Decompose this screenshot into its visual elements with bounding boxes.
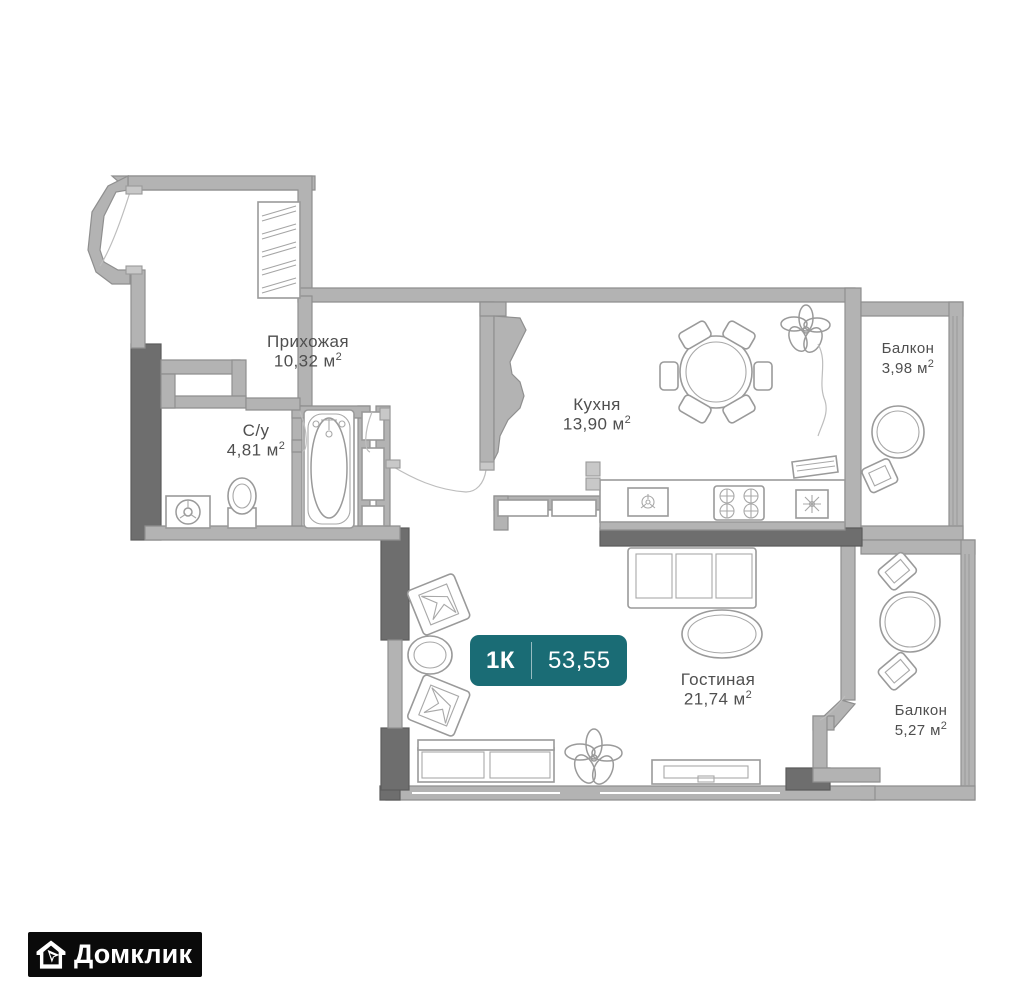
door-swing-icon (99, 185, 143, 275)
tv-stand-icon (651, 759, 761, 785)
bathtub-icon (303, 409, 355, 529)
round-table-icon (877, 551, 941, 691)
badge-divider (531, 642, 532, 679)
balcony-door-arc (819, 695, 846, 721)
dining-table-icon (659, 320, 773, 424)
armchair-icon (406, 573, 471, 636)
bath-cabinets (361, 407, 391, 527)
kitchen-counter (497, 461, 846, 523)
sofa-icon (627, 547, 757, 609)
plant-icon (564, 728, 623, 785)
badge-total-area: 53,55 (548, 646, 611, 674)
bathroom-door-arcs (299, 411, 373, 453)
toilet-icon (227, 477, 257, 529)
washing-machine-icon (165, 495, 211, 529)
coffee-table-icon (681, 609, 763, 659)
logo-text: Домклик (74, 939, 193, 969)
badge-room-count: 1К (486, 646, 515, 674)
balcony-glazing (952, 316, 970, 786)
stove-icon (713, 485, 765, 521)
apartment-summary-badge[interactable]: 1К 53,55 (470, 635, 627, 686)
armchair-icon (406, 674, 471, 737)
hall-living-door-arc (385, 459, 495, 493)
sofa-icon (417, 739, 555, 783)
plant-icon (780, 304, 831, 437)
extractor-icon (791, 455, 839, 479)
wardrobe-icon (257, 201, 301, 299)
side-table-icon (407, 635, 453, 675)
house-cursor-logo-icon (36, 940, 66, 969)
round-table-icon (861, 405, 925, 494)
domclick-logo[interactable]: Домклик (28, 932, 203, 977)
interior-walls (160, 295, 863, 547)
